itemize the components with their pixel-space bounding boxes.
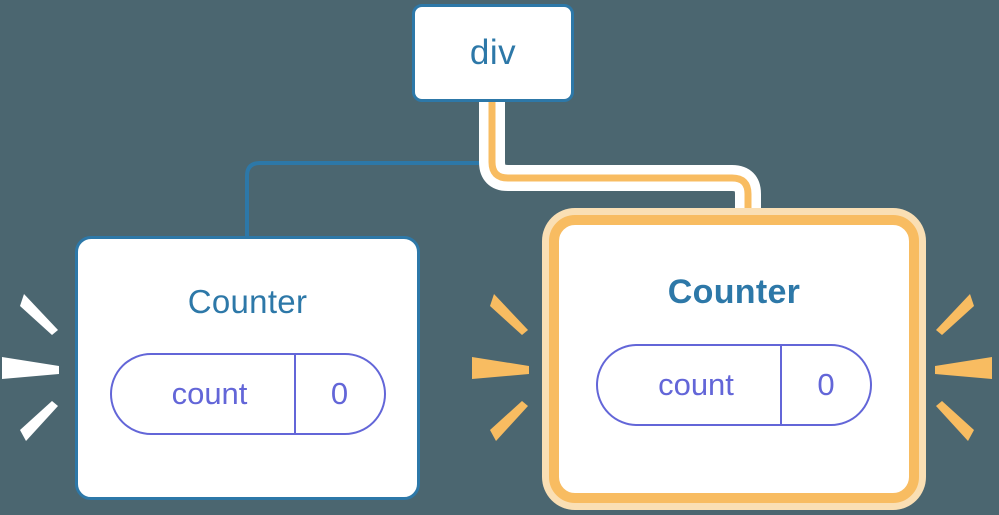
edge-div-to-right-counter-halo xyxy=(479,100,761,232)
node-div-label: div xyxy=(469,33,517,72)
edge-div-to-left-counter xyxy=(245,102,494,238)
state-value-left: 0 xyxy=(293,355,384,433)
state-pill-right: count 0 xyxy=(596,344,872,426)
node-counter-right-label: Counter xyxy=(667,273,801,311)
state-key-right: count xyxy=(658,367,734,402)
state-value-right: 0 xyxy=(780,346,870,424)
node-counter-left-label: Counter xyxy=(187,283,308,320)
edge-div-to-right-counter xyxy=(488,100,752,232)
state-key-left: count xyxy=(171,376,248,411)
state-pill-left: count 0 xyxy=(109,353,386,435)
node-div[interactable]: div xyxy=(412,4,574,102)
node-counter-right[interactable]: Counter count 0 xyxy=(549,215,919,503)
node-counter-left[interactable]: Counter count 0 xyxy=(75,236,420,500)
